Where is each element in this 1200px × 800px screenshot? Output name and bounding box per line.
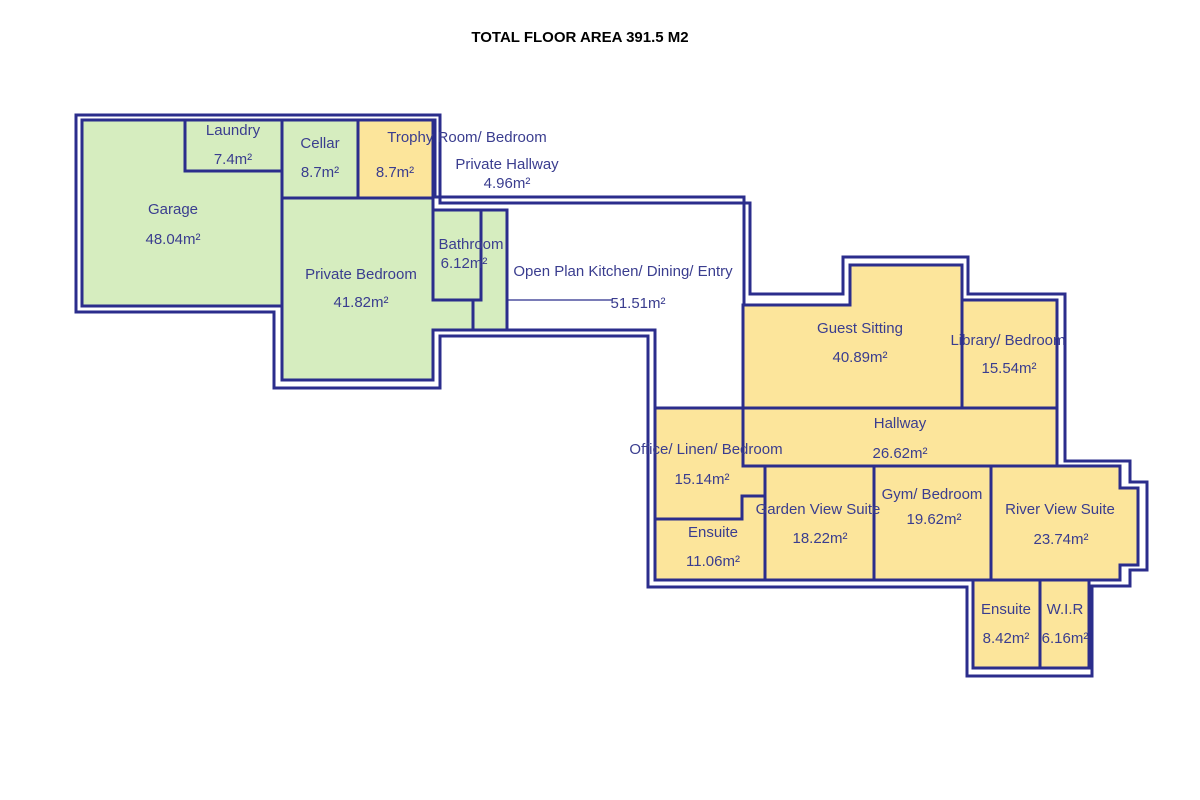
label-gym-bedroom: Gym/ Bedroom	[882, 486, 983, 503]
room-wir	[1038, 578, 1091, 670]
label-open-plan: Open Plan Kitchen/ Dining/ Entry	[513, 263, 733, 280]
area-garden-view-suite: 18.22m²	[792, 530, 847, 547]
area-river-view-suite: 23.74m²	[1033, 531, 1088, 548]
area-trophy-bedroom: 8.7m²	[376, 164, 414, 181]
label-private-bedroom: Private Bedroom	[305, 266, 417, 283]
area-library-bedroom: 15.54m²	[981, 360, 1036, 377]
area-office-linen-bedroom: 15.14m²	[674, 471, 729, 488]
room-hallway	[741, 406, 1059, 468]
room-library-bedroom	[960, 298, 1059, 410]
label-trophy-bedroom: Trophy Room/ Bedroom	[387, 129, 547, 146]
label-ensuite-2: Ensuite	[981, 601, 1031, 618]
area-private-hallway: 4.96m²	[484, 175, 531, 192]
room-ensuite-2	[971, 578, 1042, 670]
outer-wall	[74, 113, 1149, 678]
area-open-plan: 51.51m²	[610, 295, 665, 312]
area-cellar: 8.7m²	[301, 164, 339, 181]
area-garage: 48.04m²	[145, 231, 200, 248]
label-hallway: Hallway	[874, 415, 927, 432]
area-hallway: 26.62m²	[872, 445, 927, 462]
label-wir: W.I.R	[1047, 601, 1084, 618]
label-bathroom: Bathroom	[438, 236, 503, 253]
area-private-bedroom: 41.82m²	[333, 294, 388, 311]
room-garden-view-suite	[763, 464, 876, 582]
area-ensuite-2: 8.42m²	[983, 630, 1030, 647]
room-trophy-bedroom	[356, 118, 435, 200]
label-laundry: Laundry	[206, 122, 261, 139]
label-cellar: Cellar	[300, 135, 339, 152]
room-laundry	[183, 118, 284, 173]
label-ensuite-1: Ensuite	[688, 524, 738, 541]
area-guest-sitting: 40.89m²	[832, 349, 887, 366]
label-river-view-suite: River View Suite	[1005, 501, 1115, 518]
label-office-linen-bedroom: Office/ Linen/ Bedroom	[629, 441, 782, 458]
room-gym-bedroom	[872, 464, 993, 582]
label-library-bedroom: Library/ Bedroom	[950, 332, 1065, 349]
area-laundry: 7.4m²	[214, 151, 252, 168]
area-wir: 6.16m²	[1042, 630, 1089, 647]
label-guest-sitting: Guest Sitting	[817, 320, 903, 337]
area-ensuite-1: 11.06m²	[686, 553, 740, 570]
room-river-view-suite	[989, 464, 1140, 582]
label-garage: Garage	[148, 201, 198, 218]
label-garden-view-suite: Garden View Suite	[756, 501, 881, 518]
area-gym-bedroom: 19.62m²	[906, 511, 961, 528]
label-private-hallway: Private Hallway	[455, 156, 559, 173]
total-floor-area-title: TOTAL FLOOR AREA 391.5 M2	[471, 29, 689, 46]
room-cellar	[280, 118, 360, 200]
area-bathroom: 6.12m²	[441, 255, 488, 272]
